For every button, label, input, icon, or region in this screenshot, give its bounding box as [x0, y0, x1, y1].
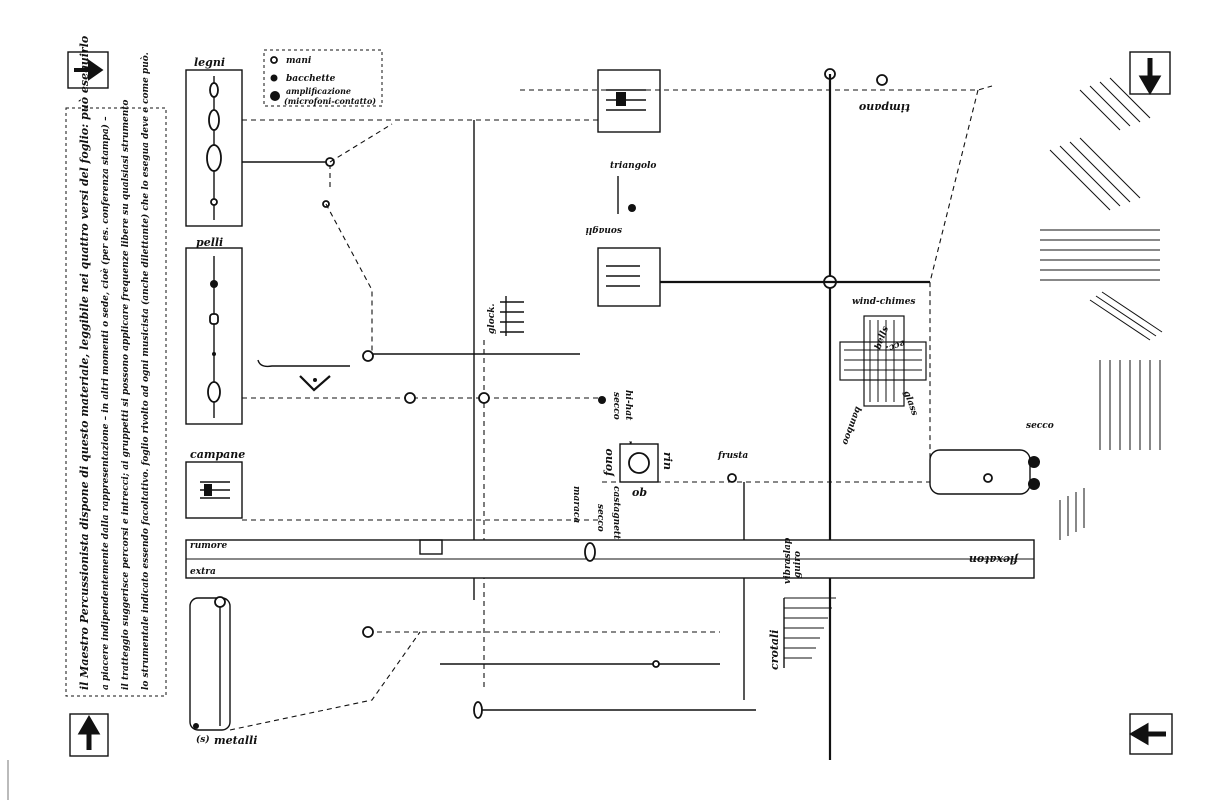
legend-microfoni: (microfoni-contatto): [284, 96, 376, 106]
label-flexaton: flexaton: [969, 553, 1019, 566]
label-metalli: metalli: [214, 734, 257, 747]
left-arrow-icon[interactable]: [1129, 713, 1173, 755]
amplification-icon: [270, 91, 280, 101]
up-arrow-icon[interactable]: [69, 713, 109, 757]
box-top-center[interactable]: [597, 69, 661, 133]
down-arrow-icon[interactable]: [1129, 51, 1171, 95]
secco-box[interactable]: [929, 449, 1031, 495]
instruction-line-2: a piacere indipendentemente dalla rappre…: [100, 116, 111, 690]
label-ecc: ecc.: [884, 337, 906, 353]
hatched-graphics-right: [1040, 77, 1163, 540]
legend-mani: mani: [286, 56, 312, 66]
label-pelli: pelli: [196, 236, 223, 249]
label-maraca: maraca: [571, 486, 581, 523]
box-mid-center[interactable]: [597, 247, 661, 307]
label-legni: legni: [194, 56, 225, 69]
hands-note-icon: [270, 56, 278, 64]
glockenspiel[interactable]: glock.: [487, 296, 524, 336]
label-crotali: crotali: [768, 630, 781, 670]
label-bamboo: bamboo: [840, 405, 863, 446]
label-guiro: guiro: [793, 551, 803, 578]
label-triangolo: triangolo: [610, 161, 656, 171]
label-frusta: frusta: [717, 451, 748, 461]
crotali-graphic[interactable]: [783, 597, 836, 668]
instruction-line-4: lo strumentale indicato essendo facoltat…: [140, 52, 151, 690]
label-secco-small: secco: [595, 504, 605, 532]
label-rumore: rumore: [190, 541, 228, 551]
label-secco-right: secco: [1026, 421, 1054, 431]
instruction-line-1: il Maestro Percussionista dispone di que…: [78, 36, 91, 690]
sticks-note-icon: [270, 74, 278, 82]
wind-chimes-graphic[interactable]: [839, 315, 927, 407]
right-arrow-icon[interactable]: [67, 51, 109, 89]
label-extra: extra: [190, 567, 216, 577]
label-hihat: hi-hat: [623, 390, 633, 421]
metalli-box[interactable]: [189, 597, 231, 731]
label-glock: glock.: [487, 303, 497, 334]
instructions-panel: il Maestro Percussionista dispone di que…: [65, 36, 167, 697]
label-ob: ob: [632, 486, 647, 499]
label-castagnette: castagnette: [611, 486, 621, 545]
label-hihat-secco: secco: [611, 392, 621, 420]
legend-bacchette: bacchette: [286, 74, 336, 84]
timpano[interactable]: timpano: [824, 68, 910, 114]
legend: mani bacchette amplificazione (microfoni…: [263, 49, 383, 107]
label-campane: campane: [190, 448, 245, 461]
metalli-tag: (s): [196, 734, 210, 745]
legend-amplificazione: amplificazione: [286, 86, 351, 96]
label-fono: fono: [602, 449, 615, 477]
label-rin: rin: [661, 452, 674, 470]
label-vibraslap: vibraslap: [783, 537, 793, 584]
label-sonagli: sonagli: [585, 225, 622, 235]
label-timpano: timpano: [859, 101, 910, 114]
instruction-line-3: il tratteggio suggerisce percorsi e intr…: [121, 100, 131, 690]
label-wind-chimes: wind-chimes: [852, 297, 916, 307]
